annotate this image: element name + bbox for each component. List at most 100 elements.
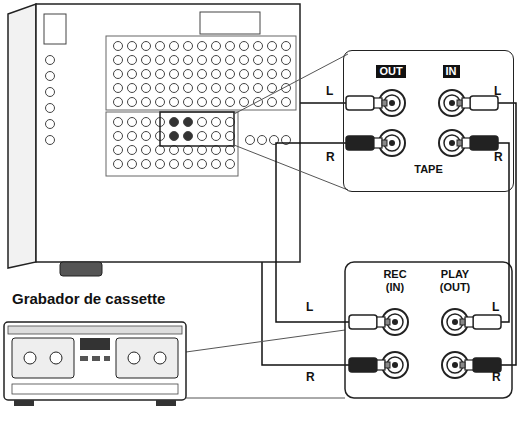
receiver-jack xyxy=(268,70,277,79)
receiver-jack xyxy=(142,84,151,93)
jack-panel: TAPE OUT IN xyxy=(343,50,514,192)
receiver-jack xyxy=(46,104,55,113)
receiver-jack xyxy=(114,146,123,155)
jack-group: REC (IN) xyxy=(370,266,420,386)
receiver-jack xyxy=(128,160,137,169)
label-holder: R xyxy=(306,370,315,384)
plug xyxy=(457,136,498,150)
receiver-jack xyxy=(212,98,221,107)
receiver-jack xyxy=(212,70,221,79)
receiver-jack xyxy=(282,70,291,79)
channel-label: R xyxy=(494,150,503,164)
receiver-jack xyxy=(170,132,179,141)
receiver-jack xyxy=(198,70,207,79)
receiver-jack xyxy=(142,56,151,65)
receiver-jack xyxy=(184,84,193,93)
panel-label: PLAY (OUT) xyxy=(435,268,475,294)
receiver-jack xyxy=(170,160,179,169)
receiver-jack xyxy=(46,88,55,97)
plug xyxy=(457,96,498,110)
receiver-jack xyxy=(170,84,179,93)
receiver-jack xyxy=(254,98,263,107)
receiver-jack xyxy=(198,56,207,65)
receiver-jack xyxy=(212,118,221,127)
receiver-jack xyxy=(114,98,123,107)
receiver-jack xyxy=(212,160,221,169)
label-holder: L xyxy=(306,300,313,314)
receiver-jack xyxy=(114,118,123,127)
plug xyxy=(346,136,387,150)
receiver xyxy=(8,4,348,276)
receiver-jack xyxy=(254,84,263,93)
receiver-jack xyxy=(254,56,263,65)
receiver-jack xyxy=(212,146,221,155)
receiver-jack xyxy=(156,56,165,65)
receiver-jack xyxy=(240,42,249,51)
channel-label: R xyxy=(492,370,501,384)
receiver-jack xyxy=(184,132,193,141)
jack-group: IN xyxy=(431,63,471,175)
panel-label: TAPE xyxy=(344,163,513,176)
jack-group: PLAY (OUT) xyxy=(430,266,480,386)
receiver-jack xyxy=(156,42,165,51)
receiver-jack xyxy=(170,98,179,107)
receiver-jack xyxy=(46,72,55,81)
receiver-jack xyxy=(198,98,207,107)
cassette-recorder xyxy=(4,322,345,406)
receiver-jack xyxy=(212,56,221,65)
receiver-jack xyxy=(46,56,55,65)
receiver-jack xyxy=(282,42,291,51)
plug xyxy=(460,358,501,372)
receiver-jack xyxy=(46,120,55,129)
receiver-jack xyxy=(128,118,137,127)
plug xyxy=(460,315,501,329)
receiver-jack xyxy=(240,70,249,79)
receiver-jack xyxy=(212,132,221,141)
receiver-jack xyxy=(198,42,207,51)
jack-panel xyxy=(345,262,512,398)
receiver-jack xyxy=(170,146,179,155)
receiver-jack xyxy=(142,146,151,155)
receiver-jack xyxy=(258,136,267,145)
receiver-jack xyxy=(226,160,235,169)
receiver-jack xyxy=(254,42,263,51)
receiver-jack xyxy=(226,42,235,51)
receiver-jack xyxy=(114,56,123,65)
receiver-jack xyxy=(114,84,123,93)
receiver-jack xyxy=(128,70,137,79)
receiver-jack xyxy=(184,98,193,107)
device-name: Grabador de cassette xyxy=(12,290,165,308)
channel-label: L xyxy=(492,300,499,314)
jack-label: OUT xyxy=(376,65,405,78)
receiver-jack xyxy=(128,42,137,51)
label-holder: L xyxy=(492,300,499,314)
receiver-jack xyxy=(198,160,207,169)
receiver-jack xyxy=(128,146,137,155)
receiver-jack xyxy=(170,70,179,79)
receiver-jack xyxy=(226,98,235,107)
plug xyxy=(349,358,390,372)
receiver-jack xyxy=(156,98,165,107)
receiver-jack xyxy=(184,146,193,155)
receiver-jack xyxy=(282,56,291,65)
receiver-jack xyxy=(46,136,55,145)
receiver-jack xyxy=(128,132,137,141)
receiver-jack xyxy=(198,118,207,127)
channel-label: R xyxy=(326,150,335,164)
receiver-jack xyxy=(128,56,137,65)
receiver-jack xyxy=(128,84,137,93)
cable-wire xyxy=(498,143,509,322)
receiver-jack xyxy=(226,132,235,141)
receiver-jack xyxy=(198,84,207,93)
label-holder: L xyxy=(326,84,333,98)
receiver-jack xyxy=(184,56,193,65)
label-holder: Grabador de cassette xyxy=(12,290,165,308)
label-holder: L xyxy=(494,84,501,98)
cable-wire xyxy=(276,143,349,322)
channel-label: L xyxy=(326,84,333,98)
receiver-jack xyxy=(114,132,123,141)
receiver-jack xyxy=(282,98,291,107)
receiver-jack xyxy=(156,84,165,93)
